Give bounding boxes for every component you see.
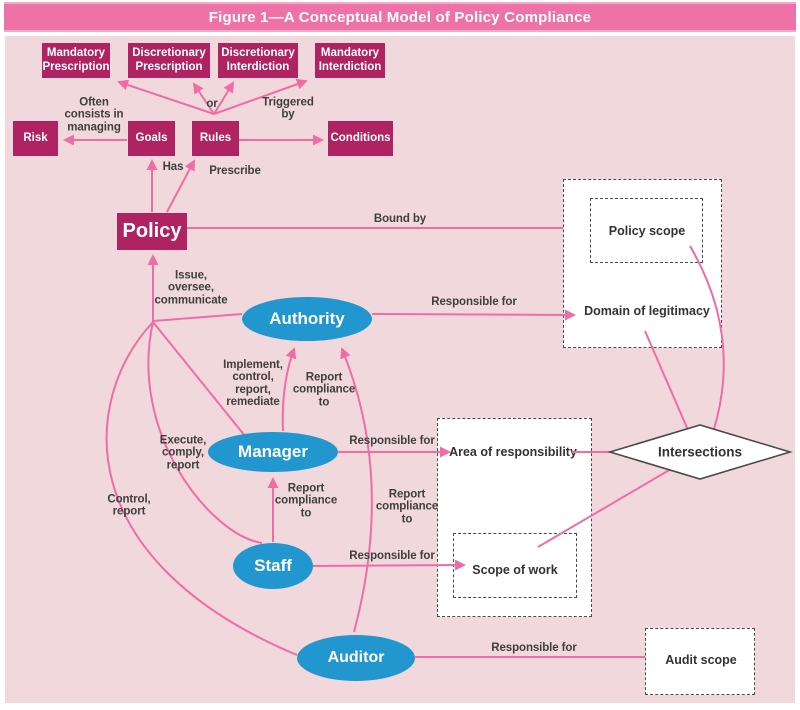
node-auditor: Auditor xyxy=(297,635,415,681)
label-prescribe: Prescribe xyxy=(209,164,261,177)
node-staff: Staff xyxy=(233,543,313,589)
audit-scope-label: Audit scope xyxy=(665,653,737,667)
node-mandatory-interdiction: Mandatory Interdiction xyxy=(315,43,385,78)
node-conditions: Conditions xyxy=(328,121,393,156)
label-execute-comply: Execute, comply, report xyxy=(159,434,207,472)
label-issue-oversee: Issue, oversee, communicate xyxy=(154,269,228,307)
figure-title: Figure 1—A Conceptual Model of Policy Co… xyxy=(4,2,796,32)
node-discretionary-prescription: Discretionary Prescription xyxy=(128,43,210,78)
label-often-consists: Often consists in managing xyxy=(64,96,124,134)
node-policy: Policy xyxy=(117,213,187,250)
label-has: Has xyxy=(162,160,184,173)
scope-of-work-label: Scope of work xyxy=(472,563,558,577)
label-bound-by: Bound by xyxy=(373,212,427,225)
label-responsible-for-staff: Responsible for xyxy=(349,549,435,562)
node-goals: Goals xyxy=(128,121,175,156)
label-responsible-for-manager: Responsible for xyxy=(349,434,435,447)
label-triggered-by: Triggered by xyxy=(262,96,314,121)
intersections-label: Intersections xyxy=(657,444,743,460)
policy-scope-label: Policy scope xyxy=(608,224,686,238)
area-of-responsibility-label: Area of responsibility xyxy=(449,445,577,459)
label-implement: Implement, control, report, remediate xyxy=(223,359,283,409)
policy-scope-box xyxy=(590,198,703,263)
node-risk: Risk xyxy=(13,121,58,156)
label-control-report: Control, report xyxy=(107,493,151,518)
node-mandatory-prescription: Mandatory Prescription xyxy=(42,43,110,78)
node-authority: Authority xyxy=(242,297,372,341)
label-or: or xyxy=(206,97,218,110)
audit-scope-box xyxy=(645,628,755,695)
node-rules: Rules xyxy=(192,121,239,156)
label-responsible-for-authority: Responsible for xyxy=(431,295,517,308)
domain-of-legitimacy-label: Domain of legitimacy xyxy=(584,304,710,318)
diagram-panel xyxy=(5,36,795,703)
label-report-compliance-manager: Report compliance to xyxy=(292,371,356,409)
node-manager: Manager xyxy=(208,432,338,472)
label-report-compliance-auditor: Report compliance to xyxy=(375,488,439,526)
label-responsible-for-auditor: Responsible for xyxy=(491,641,577,654)
label-report-compliance-staff: Report compliance to xyxy=(274,482,338,520)
node-discretionary-interdiction: Discretionary Interdiction xyxy=(218,43,298,78)
